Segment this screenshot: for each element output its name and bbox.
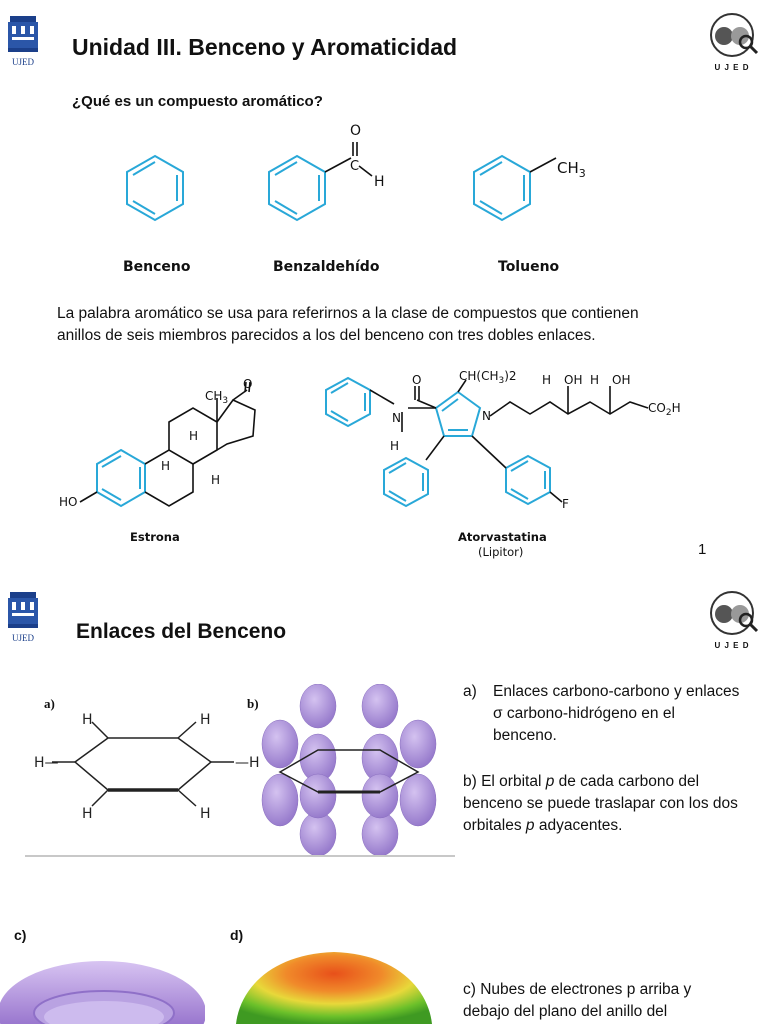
svg-text:H—: H— [34, 755, 59, 771]
svg-text:O: O [412, 373, 421, 387]
panel-divider [25, 855, 455, 857]
svg-text:H: H [200, 712, 211, 728]
svg-text:H: H [82, 712, 93, 728]
aromatic-structures: O C H CH3 [126, 123, 586, 222]
svg-text:C: C [350, 159, 359, 174]
benzene-sigma-diagram: H H H— —H H H [34, 712, 260, 822]
item-b-line3-pre: orbitales [463, 817, 526, 834]
ujed-logo-left: UJED [6, 14, 40, 67]
item-b-text: b) El orbital p de cada carbono del benc… [463, 771, 768, 837]
svg-text:H: H [542, 373, 551, 387]
item-c-line1: c) Nubes de electrones p arriba y [463, 981, 692, 998]
aromatic-question: ¿Qué es un compuesto aromático? [72, 93, 323, 110]
label-atorvastatina: Atorvastatina [458, 530, 547, 544]
item-c-text: c) Nubes de electrones p arriba y debajo… [463, 979, 768, 1023]
label-estrona: Estrona [130, 530, 180, 544]
item-b-line2: benceno se puede traslapar con los dos [463, 795, 738, 812]
label-benceno: Benceno [123, 259, 191, 275]
toluene-structure: CH3 [473, 154, 586, 222]
svg-text:CH3: CH3 [557, 159, 586, 180]
slide2-title: Enlaces del Benceno [76, 620, 287, 643]
svg-text:H: H [200, 806, 211, 822]
svg-text:H: H [211, 473, 220, 487]
label-lipitor: (Lipitor) [478, 545, 524, 559]
panel-b-label: b) [247, 696, 259, 711]
svg-text:N: N [392, 411, 401, 425]
ujed-caption-right-2: U J E D [714, 641, 750, 650]
item-b-line3-post: adyacentes. [534, 817, 623, 834]
item-a-line2: σ carbono-hidrógeno en el [493, 705, 675, 722]
svg-text:F: F [562, 497, 569, 511]
label-benzaldehido: Benzaldehído [273, 259, 380, 275]
p-orbitals-diagram [261, 684, 437, 856]
panel-d-label: d) [230, 927, 244, 943]
item-b-line1-post: de cada carbono del [554, 773, 700, 790]
item-b-line1-pre: b) El orbital [463, 773, 546, 790]
svg-text:OH: OH [612, 373, 630, 387]
aromatic-definition-line1: La palabra aromático se usa para referir… [57, 305, 639, 322]
estrone-structure: HO CH3 O H H H [59, 378, 256, 509]
item-b-line1-p: p [545, 773, 555, 790]
fcq-logo-right: U J E D [700, 12, 764, 72]
atorvastatin-structure: N H O CH(CH3)2 N H OH H OH CO2H F [325, 369, 681, 511]
svg-text:H: H [374, 174, 385, 190]
svg-text:—H: —H [235, 755, 260, 771]
svg-text:H: H [161, 459, 170, 473]
svg-text:N: N [482, 409, 491, 423]
item-c-line2: debajo del plano del anillo del [463, 1003, 668, 1020]
svg-text:H: H [82, 806, 93, 822]
item-a-marker: a) [463, 683, 477, 700]
ujed-caption-right: U J E D [714, 63, 750, 72]
benzene-structure [126, 154, 184, 222]
ujed-caption-left: UJED [12, 57, 34, 67]
slide1-title: Unidad III. Benceno y Aromaticidad [72, 34, 458, 60]
svg-text:H: H [390, 439, 399, 453]
ujed-caption-left-2: UJED [12, 633, 34, 643]
item-a-text: a) Enlaces carbono-carbono y enlaces σ c… [463, 681, 768, 747]
panel-c-label: c) [14, 927, 27, 943]
svg-text:H: H [590, 373, 599, 387]
electron-cloud-ring [0, 961, 205, 1024]
electrostatic-potential-map [236, 952, 432, 1024]
item-a-line3: benceno. [493, 727, 557, 744]
benzaldehyde-structure: O C H [268, 123, 385, 222]
label-tolueno: Tolueno [498, 259, 560, 275]
fcq-logo-right-2: U J E D [700, 590, 764, 650]
svg-text:O: O [350, 123, 361, 139]
svg-text:HO: HO [59, 495, 77, 509]
svg-text:CH(CH3)2: CH(CH3)2 [459, 369, 517, 386]
panel-a-label: a) [44, 696, 55, 711]
item-a-line1: Enlaces carbono-carbono y enlaces [493, 683, 740, 700]
svg-text:OH: OH [564, 373, 582, 387]
svg-text:O: O [243, 378, 252, 391]
page-number: 1 [698, 541, 707, 558]
ujed-logo-left-2: UJED [6, 590, 40, 643]
svg-text:CO2H: CO2H [648, 401, 681, 418]
svg-text:CH3: CH3 [205, 389, 228, 406]
aromatic-definition-line2: anillos de seis miembros parecidos a los… [57, 327, 596, 344]
svg-text:H: H [189, 429, 198, 443]
item-b-line3-p: p [525, 817, 535, 834]
